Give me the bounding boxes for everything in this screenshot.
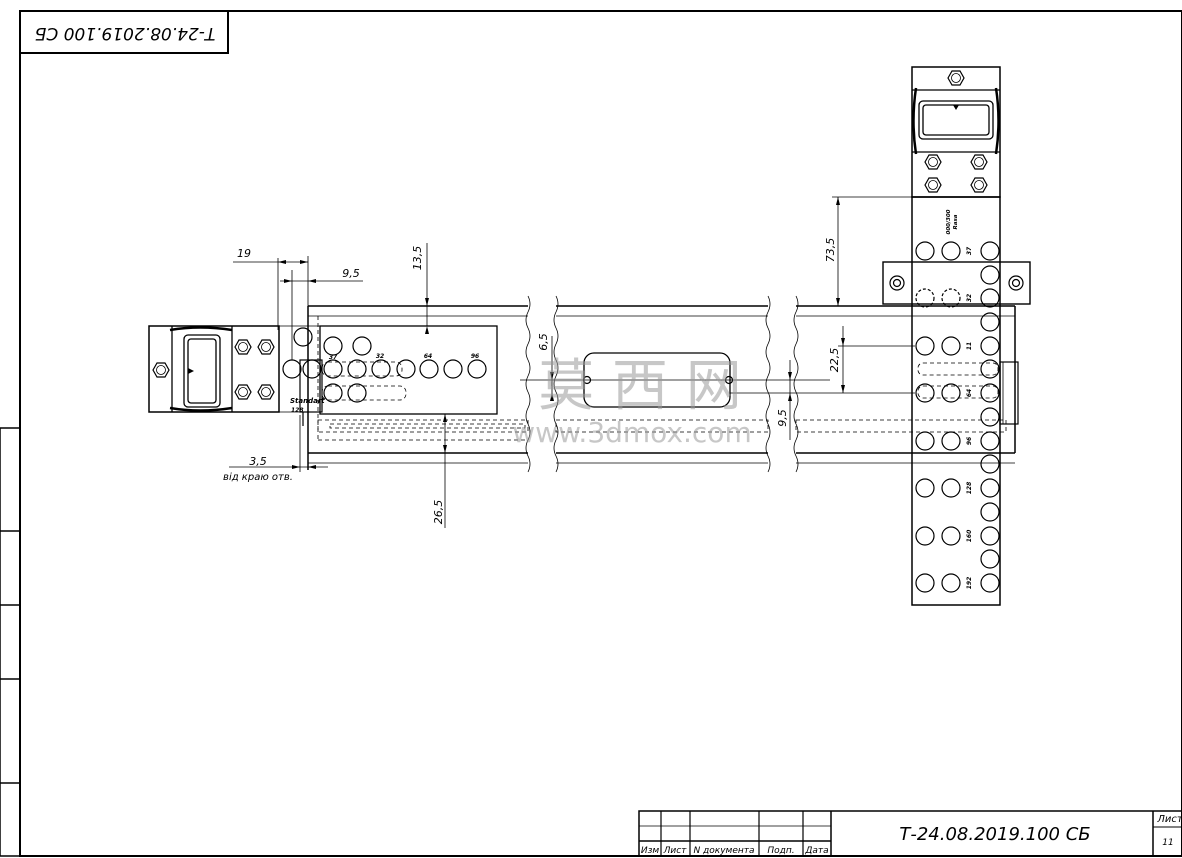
dim-9-5-right: 9,5 [776, 409, 789, 427]
header-document: N документа [693, 846, 754, 856]
dimension-lines [229, 196, 915, 528]
dim-3-5: 3,5 [249, 455, 267, 468]
left-bracket [148, 325, 280, 413]
title-block: Изм Лист N документа Подп. Дата Т-24.08.… [638, 810, 1182, 857]
standard-num: 128 [291, 407, 304, 414]
dim-edge-note: від краю отв. [223, 471, 293, 483]
standard-mark: Standart [290, 397, 325, 405]
right-bracket [911, 66, 1001, 198]
row-mark-64: 64 [424, 353, 432, 360]
sheet-label: Лист [1156, 814, 1182, 825]
header-date: Дата [804, 846, 828, 856]
watermark-url: www.3dmox.com [512, 416, 751, 449]
header-sign: Подп. [767, 846, 794, 856]
dim-22-5: 22,5 [828, 348, 841, 373]
vmark-192: 192 [966, 577, 973, 590]
vmark-160: 160 [966, 530, 973, 543]
vmark-11: 11 [966, 342, 973, 350]
row-mark-32: 32 [376, 353, 384, 360]
main-rail [307, 295, 1016, 473]
designation: Т-24.08.2019.100 СБ [899, 824, 1090, 845]
vmark-32: 32 [966, 294, 973, 302]
vmark-64: 64 [966, 389, 973, 397]
watermark: 莫 西 网 www.3dmox.com [512, 354, 751, 449]
rail-num: 000/300 [946, 209, 952, 234]
vmark-96: 96 [966, 437, 973, 445]
designation-mirrored: Т-24.08.2019.100 СБ [35, 23, 216, 43]
header-izm: Изм [641, 846, 660, 856]
sheet-number: 11 [1162, 838, 1173, 848]
dimension-texts: 19 9,5 13,5 6,5 3,5 від краю отв. 26,5 7… [223, 238, 841, 525]
left-margin-strips [0, 427, 21, 857]
vmark-37: 37 [966, 246, 973, 255]
dim-19: 19 [237, 247, 251, 260]
dim-26-5: 26,5 [432, 500, 445, 525]
dim-13-5: 13,5 [411, 246, 424, 271]
designation-mirrored-box: Т-24.08.2019.100 СБ [19, 10, 229, 54]
watermark-chars: 莫 西 网 [538, 354, 742, 419]
dim-9-5: 9,5 [342, 267, 360, 280]
right-vertical-rail: Rasa 000/300 37 32 11 64 96 128 160 192 [882, 196, 1031, 606]
dim-6-5: 6,5 [537, 333, 550, 351]
dim-73-5: 73,5 [824, 238, 837, 263]
row-mark-96: 96 [471, 353, 479, 360]
vmark-128: 128 [966, 482, 973, 495]
rail-label: Rasa [953, 214, 959, 229]
left-hole-plate: 37 32 64 96 Standart 128 [278, 325, 498, 426]
header-list: Лист [663, 846, 688, 856]
row-mark-37: 37 [329, 354, 338, 361]
